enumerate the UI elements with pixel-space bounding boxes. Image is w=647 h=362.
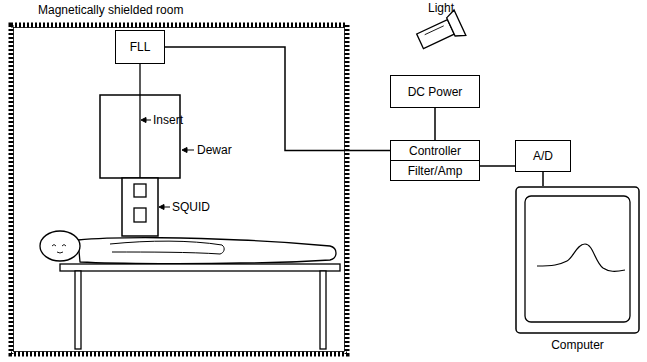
fll-box: FLL [115, 30, 165, 64]
patient [40, 231, 336, 264]
signal-wire [480, 165, 515, 167]
computer-monitor: Computer [515, 186, 640, 354]
squid-sensor [134, 184, 146, 197]
converter-box: A/D [515, 140, 571, 172]
dewar-body [100, 95, 180, 178]
node-label: FLL [130, 40, 151, 54]
node-label: Magnetically shielded room [38, 3, 183, 17]
controller-box: Controller [390, 140, 480, 161]
node-label: Controller [409, 144, 461, 158]
leader-lines [141, 118, 194, 210]
part-label: SQUID [172, 200, 210, 214]
node-label: Computer [515, 338, 640, 352]
signal-wire [165, 47, 390, 151]
part-label: Insert [153, 113, 183, 127]
monitor-outline [515, 186, 640, 336]
shield-border [8, 22, 350, 357]
signal-wire [542, 172, 544, 186]
squid-sensor [134, 208, 146, 222]
dewar-tail [122, 178, 158, 236]
insert-rod [139, 64, 140, 182]
power-box: DC Power [390, 75, 480, 108]
table [60, 264, 340, 349]
node-label: A/D [533, 149, 553, 163]
lamp-icon [414, 10, 466, 54]
lamp-label: Light [428, 1, 454, 15]
node-label: DC Power [408, 85, 463, 99]
node-label: Filter/Amp [408, 164, 463, 178]
part-label: Dewar [197, 143, 232, 157]
shielded-room: Magnetically shielded roomFLL [8, 22, 350, 357]
signal-wire [434, 108, 436, 140]
filter-box: Filter/Amp [390, 160, 480, 181]
